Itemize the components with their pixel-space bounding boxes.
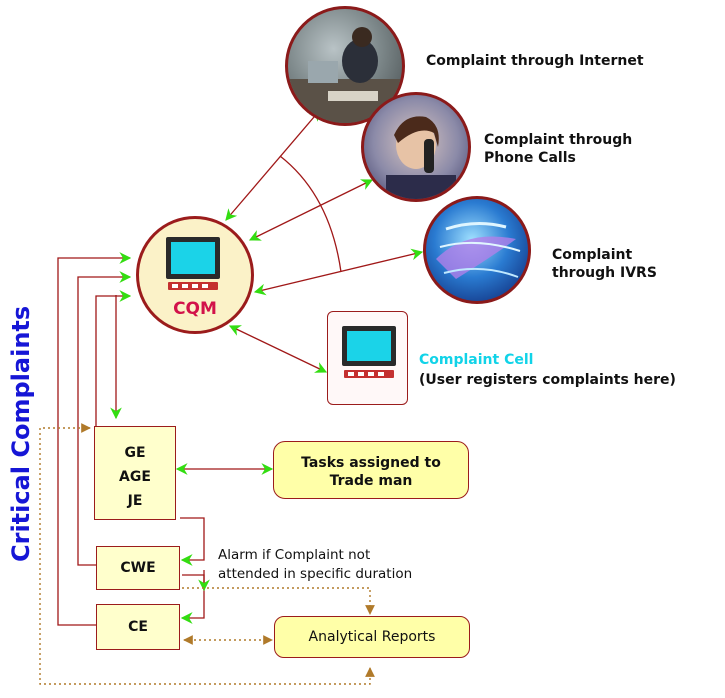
escalate-cwe-ce [180, 574, 205, 624]
cqm-hub: CQM [136, 216, 254, 334]
alarm-note: Alarm if Complaint not attended in speci… [218, 546, 412, 584]
channel-phone-label: Complaint through Phone Calls [484, 131, 674, 167]
cqm-label: CQM [173, 299, 217, 319]
link-cqm-phone [248, 179, 374, 241]
tasks-line-1: Tasks assigned to [301, 455, 441, 471]
je-label: JE [127, 493, 143, 509]
tasks-line-2: Trade man [329, 473, 413, 489]
cwe-box: CWE [96, 546, 180, 590]
keyboard-hands-photo [423, 196, 531, 304]
complaint-cell-subtitle: (User registers complaints here) [419, 372, 676, 388]
channel-ivrs-label: Complaint through IVRS [552, 247, 657, 281]
escalate-ge-cwe [180, 517, 205, 566]
complaint-cell-terminal [327, 311, 408, 405]
ge-label: GE [124, 445, 146, 461]
link-cqm-ivrs [253, 248, 424, 296]
alarm-line-1: Alarm if Complaint not [218, 547, 371, 563]
feedback-ge [95, 290, 132, 455]
woman-on-phone-photo [361, 92, 471, 202]
computer-icon [342, 326, 396, 378]
channel-phone-text: Complaint through Phone Calls [484, 132, 633, 166]
dotted-alarm [182, 587, 375, 615]
alarm-line-2: attended in specific duration [218, 566, 413, 582]
engineers-box: GE AGE JE [94, 426, 176, 520]
ce-box: CE [96, 604, 180, 650]
dotted-loop [39, 423, 375, 685]
complaint-cell-title: Complaint Cell [419, 352, 534, 368]
analytical-reports-box: Analytical Reports [274, 616, 470, 658]
channel-arc [279, 155, 342, 273]
feedback-cwe [77, 271, 132, 566]
side-title: Critical Complaints [7, 305, 35, 562]
computer-icon [166, 237, 220, 290]
feedback-ce [57, 252, 132, 626]
channel-internet-label: Complaint through Internet [426, 53, 644, 69]
link-cqm-cell [228, 325, 328, 373]
person-at-computer-photo [285, 6, 405, 126]
link-cqm-internet [225, 109, 321, 221]
tasks-box: Tasks assigned to Trade man [273, 441, 469, 499]
age-label: AGE [119, 469, 151, 485]
